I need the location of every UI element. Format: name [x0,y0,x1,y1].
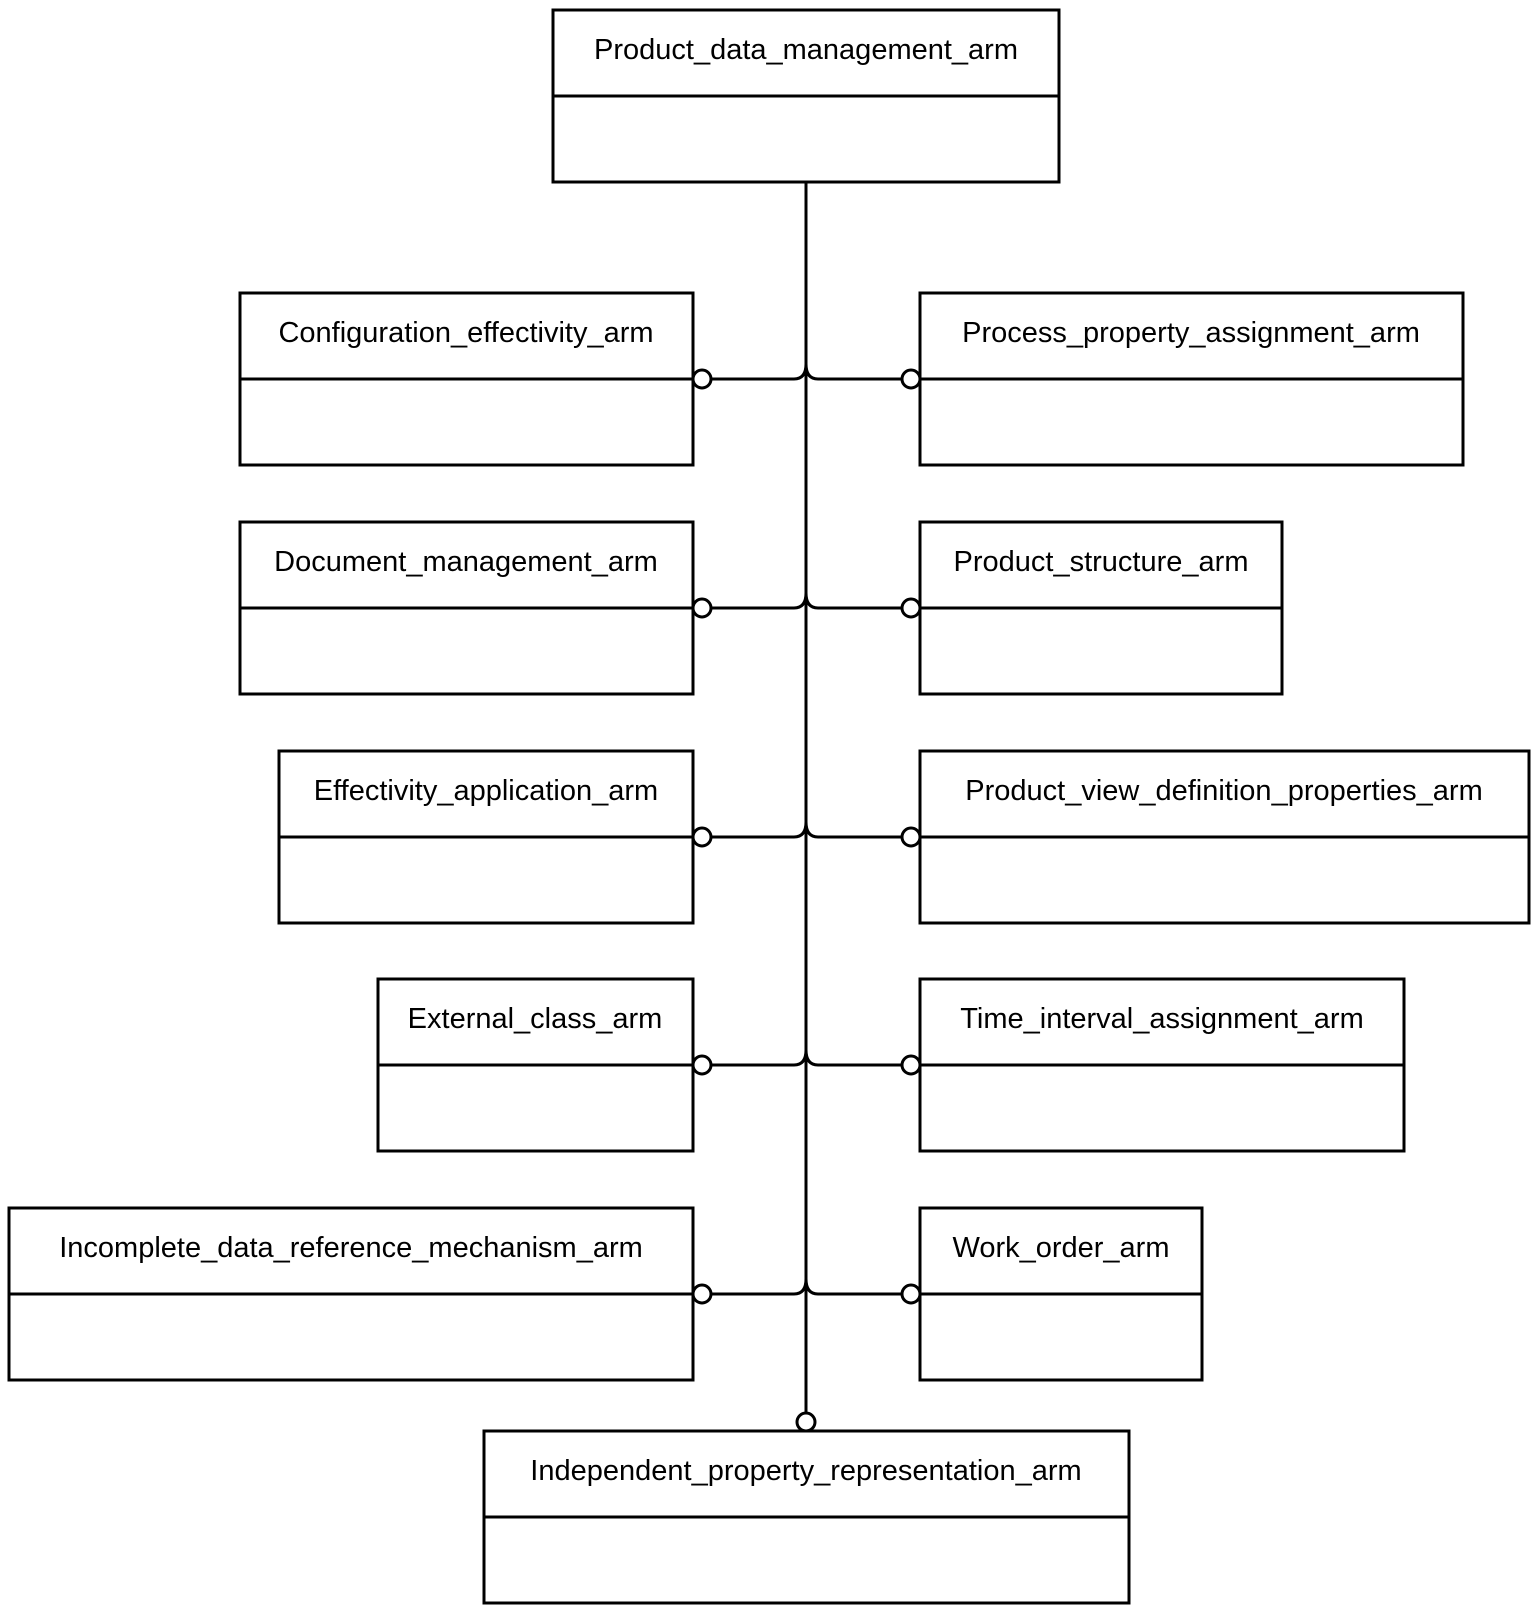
module-box-effectivity-application: Effectivity_application_arm [277,749,695,925]
module-box-process-property-assignment: Process_property_assignment_arm [918,291,1465,467]
module-label-product-data-management: Product_data_management_arm [594,34,1018,66]
module-box-external-class: External_class_arm [376,977,695,1153]
module-box-incomplete-data-reference: Incomplete_data_reference_mechanism_arm [7,1206,695,1382]
module-box-configuration-effectivity: Configuration_effectivity_arm [238,291,695,467]
module-box-work-order: Work_order_arm [918,1206,1204,1382]
module-box-product-view-definition-properties: Product_view_definition_properties_arm [918,749,1531,925]
connector-row-3 [711,821,902,839]
left-connector-end-3 [691,826,713,848]
right-connector-end-2 [900,597,922,619]
module-label-effectivity-application: Effectivity_application_arm [314,775,658,807]
right-connector-end-5 [900,1283,922,1305]
right-connector-end-3 [900,826,922,848]
module-box-document-management: Document_management_arm [238,520,695,696]
module-box-time-interval-assignment: Time_interval_assignment_arm [918,977,1406,1153]
connector-row-1 [711,363,902,381]
module-label-work-order: Work_order_arm [952,1232,1169,1264]
left-connector-end-5 [691,1283,713,1305]
connector-row-2 [711,592,902,610]
module-label-process-property-assignment: Process_property_assignment_arm [962,317,1420,349]
module-label-incomplete-data-reference: Incomplete_data_reference_mechanism_arm [59,1232,643,1264]
bottom-connector-end [795,1411,817,1433]
right-connector-end-1 [900,368,922,390]
left-connector-end-2 [691,597,713,619]
module-label-product-structure: Product_structure_arm [954,546,1249,578]
module-box-product-data-management: Product_data_management_arm [551,8,1061,184]
module-label-product-view-definition-properties: Product_view_definition_properties_arm [965,775,1482,807]
left-connector-end-1 [691,368,713,390]
module-label-time-interval-assignment: Time_interval_assignment_arm [960,1003,1363,1035]
module-box-product-structure: Product_structure_arm [918,520,1284,696]
module-label-document-management: Document_management_arm [274,546,658,578]
right-connector-end-4 [900,1054,922,1076]
module-label-external-class: External_class_arm [408,1003,663,1035]
module-label-independent-property-representation: Independent_property_representation_arm [530,1455,1081,1487]
connector-row-4 [711,1049,902,1067]
connector-row-5 [711,1278,902,1296]
module-box-independent-property-representation: Independent_property_representation_arm [482,1429,1131,1605]
left-connector-end-4 [691,1054,713,1076]
module-label-configuration-effectivity: Configuration_effectivity_arm [278,317,653,349]
